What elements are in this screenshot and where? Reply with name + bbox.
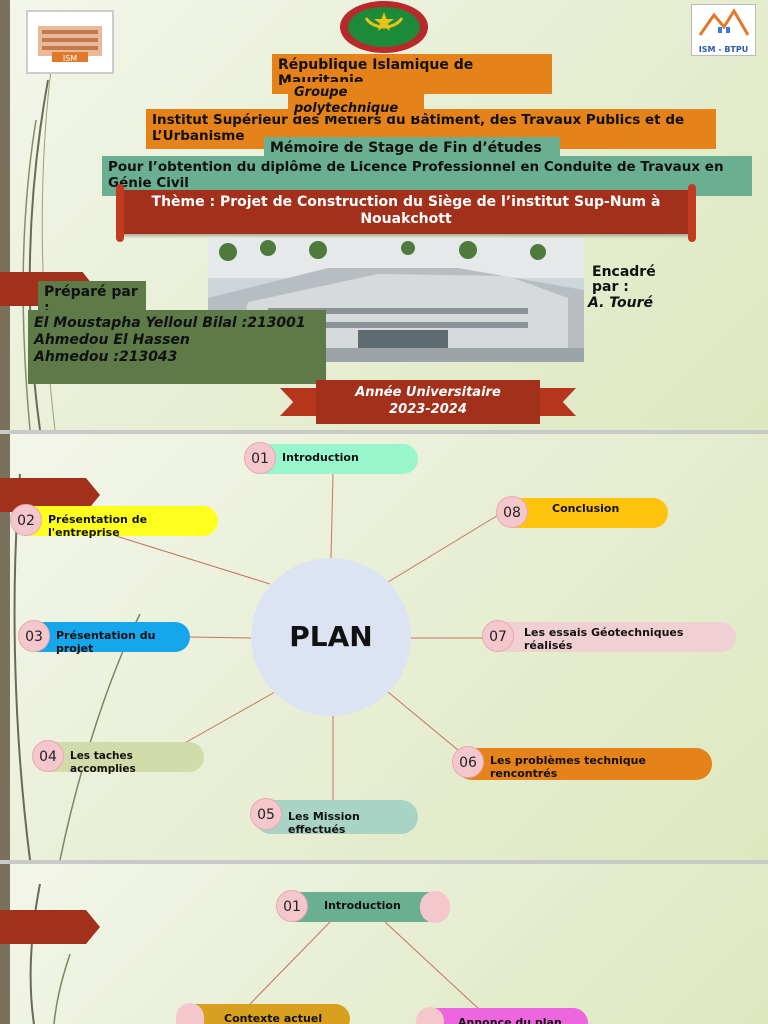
institute-logo-left: ISM — [26, 10, 114, 74]
building-image-icon — [208, 238, 584, 362]
plan-item-02[interactable]: 02 Présentation de l'entreprise — [10, 504, 218, 539]
plan-slide: PLAN 01 Introduction 02 Présentation de … — [0, 434, 768, 860]
plan-item-03[interactable]: 03 Présentation du projet — [18, 620, 190, 655]
annee-ribbon: Année Universitaire 2023-2024 — [280, 380, 576, 428]
logo-left-text: ISM — [63, 54, 77, 63]
plan-item-number: 07 — [482, 620, 514, 652]
intro-item-introduction[interactable]: 01 Introduction — [276, 890, 450, 923]
emblem-icon — [340, 1, 428, 53]
intro-item-label: Introduction — [324, 899, 401, 912]
plan-item-label: Présentation de l'entreprise — [48, 513, 148, 539]
author-2: Ahmedou El Hassen — [34, 332, 190, 348]
intro-connectors — [29, 883, 481, 1024]
memoire-box: Mémoire de Stage de Fin d’études — [264, 137, 560, 159]
plan-item-08[interactable]: 08 Conclusion — [496, 496, 668, 528]
intro-item-label: Annonce du plan — [458, 1016, 562, 1024]
plan-item-05[interactable]: 05 Les Mission effectués — [250, 798, 418, 836]
obtention-box: Pour l’obtention du diplôme de Licence P… — [102, 156, 752, 196]
plan-item-label: Présentation du projet — [56, 629, 156, 655]
slide-tab-arrow — [0, 910, 100, 944]
intro-item-number: 01 — [276, 890, 308, 922]
encadre-label: Encadré par : — [592, 264, 656, 295]
plan-item-number: 04 — [32, 740, 64, 772]
authors-box: El Moustapha Yelloul Bilal :213001 Ahmed… — [28, 310, 326, 384]
plan-item-01[interactable]: 01 Introduction — [244, 442, 418, 474]
house-logo-icon — [698, 8, 750, 36]
building-logo-icon: ISM — [38, 26, 102, 63]
intro-item-contexte[interactable]: Contexte actuel — [176, 1003, 350, 1024]
encadre-name: A. Touré — [588, 295, 654, 311]
author-1: El Moustapha Yelloul Bilal :213001 — [34, 315, 306, 331]
plan-item-label: Les essais Géotechniques réalisés — [524, 626, 684, 652]
cover-slide: ISM ISM - BTPU République Islamique de M… — [0, 0, 768, 430]
intro-item-label: Contexte actuel — [224, 1012, 323, 1024]
intro-item-annonce[interactable]: Annonce du plan — [416, 1007, 588, 1024]
prepare-label-box: Préparé par : — [38, 281, 146, 311]
institut-box: Institut Supérieur des Métiers du Bâtime… — [146, 109, 716, 149]
plan-item-label: Introduction — [282, 451, 359, 464]
plan-item-number: 06 — [452, 746, 484, 778]
author-3: Ahmedou :213043 — [34, 349, 178, 365]
plan-item-label: Conclusion — [552, 502, 620, 515]
plan-center: PLAN — [251, 558, 411, 716]
logo-right-text: ISM - BTPU — [698, 45, 749, 54]
plan-item-label: Les Mission effectués — [288, 810, 360, 836]
slide-left-edge — [0, 0, 10, 430]
theme-banner: Thème : Projet de Construction du Siège … — [116, 184, 696, 242]
plan-item-04[interactable]: 04 Les taches accomplies — [32, 740, 204, 775]
slide-left-edge — [0, 434, 10, 860]
plan-item-number: 03 — [18, 620, 50, 652]
mauritania-emblem — [338, 0, 430, 54]
slide-left-edge — [0, 864, 10, 1024]
annee-label: Année Universitaire — [355, 385, 501, 400]
annee-value: 2023-2024 — [389, 402, 467, 417]
plan-item-number: 02 — [10, 504, 42, 536]
introduction-slide: 01 Introduction Contexte actuel Annonce … — [0, 864, 768, 1024]
plan-item-number: 05 — [250, 798, 282, 830]
plan-item-06[interactable]: 06 Les problèmes technique rencontrés — [452, 746, 712, 780]
plan-item-label: Les taches accomplies — [70, 750, 136, 775]
ism-btpu-logo: ISM - BTPU — [691, 4, 756, 56]
plan-item-label: Les problèmes technique rencontrés — [490, 754, 646, 780]
plan-item-07[interactable]: 07 Les essais Géotechniques réalisés — [482, 620, 736, 652]
groupe-box: Groupe polytechnique — [288, 82, 424, 116]
plan-item-number: 01 — [244, 442, 276, 474]
plan-item-number: 08 — [496, 496, 528, 528]
